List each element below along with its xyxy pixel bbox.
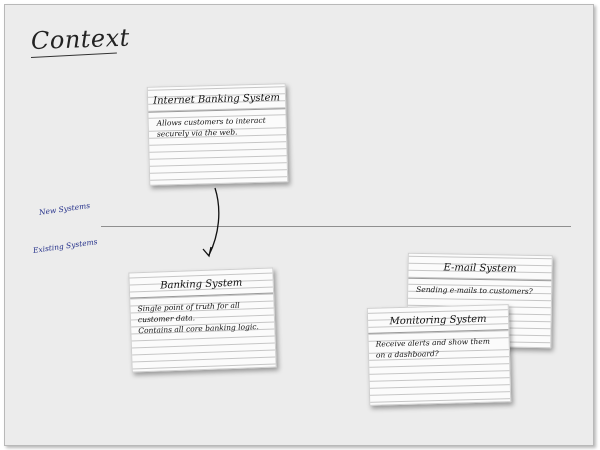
- card-description-line: on a dashboard?: [375, 349, 439, 360]
- card-description-line: Sending e-mails to customers?: [416, 284, 533, 296]
- dependency-arrow: [202, 187, 220, 258]
- card-title-rule: [130, 292, 274, 299]
- diagram-canvas: Context New Systems Existing Systems Int…: [4, 4, 594, 446]
- arrow-line: [208, 187, 220, 256]
- card-title: Monitoring System: [389, 313, 487, 328]
- monitoring-system-card[interactable]: Monitoring System Receive alerts and sho…: [366, 304, 512, 406]
- card-title: Banking System: [160, 277, 243, 292]
- banking-system-card[interactable]: Banking System Single point of truth for…: [128, 267, 277, 373]
- card-title-rule: [408, 277, 552, 282]
- region-divider: [101, 226, 571, 227]
- arrowhead: [202, 246, 212, 258]
- card-title: E-mail System: [443, 262, 517, 275]
- card-title-rule: [368, 329, 509, 334]
